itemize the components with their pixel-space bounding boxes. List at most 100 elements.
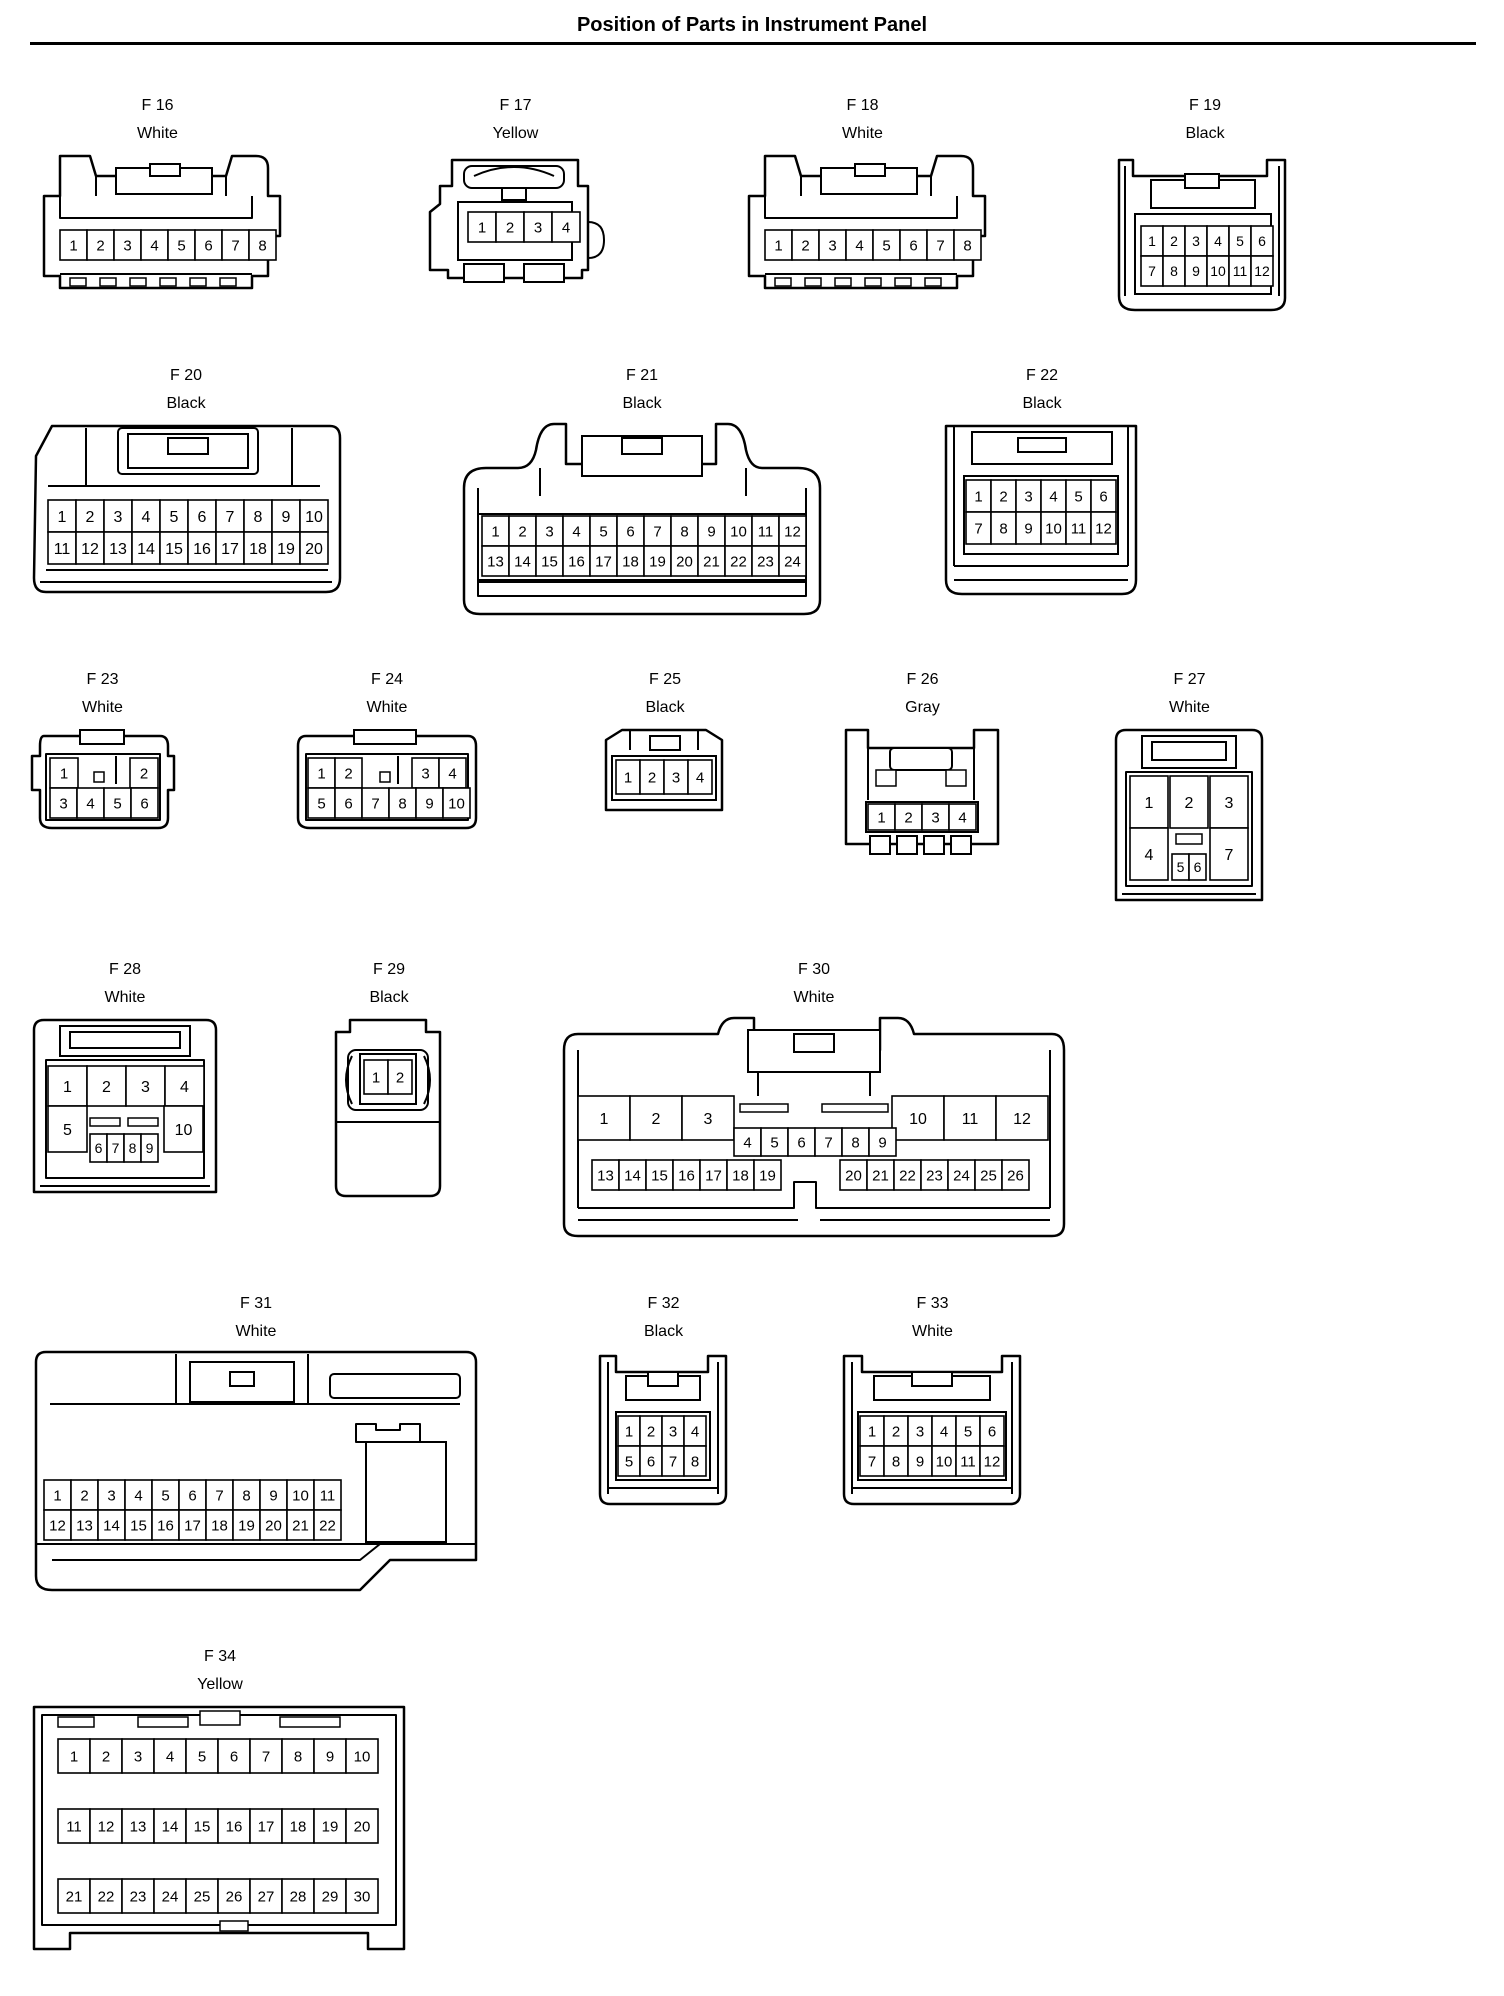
housing-part — [219, 277, 237, 287]
pin-cell — [589, 545, 618, 577]
pin-number: 16 — [193, 541, 211, 558]
pin-number: 2 — [102, 1748, 110, 1765]
pin-number: 1 — [974, 488, 982, 505]
housing-part — [329, 1373, 461, 1399]
housing-line — [41, 1714, 397, 1926]
pin-number: 9 — [1192, 263, 1200, 279]
housing-line — [30, 734, 176, 830]
pin-cell — [859, 1415, 885, 1447]
pin-cell — [778, 545, 807, 577]
housing-part — [621, 437, 663, 455]
pin-number: 22 — [899, 1167, 916, 1184]
pin-number: 22 — [98, 1888, 115, 1905]
pin-number: 6 — [909, 237, 917, 254]
pin-cell — [535, 545, 564, 577]
pin-cell — [697, 545, 726, 577]
pin-number: 5 — [1236, 233, 1244, 249]
housing-part — [353, 729, 417, 745]
pin-cell — [167, 229, 196, 261]
pin-number: 6 — [626, 523, 634, 540]
pin-cell — [907, 1415, 933, 1447]
pin-number: 4 — [958, 809, 966, 826]
housing-part — [501, 187, 527, 201]
pin-number: 8 — [398, 795, 406, 812]
pin-cell — [687, 759, 713, 795]
pin-cell — [1169, 775, 1209, 829]
pin-number: 3 — [672, 769, 680, 786]
housing-part — [137, 1716, 189, 1728]
pin-cell — [129, 757, 159, 789]
pin-number: 13 — [130, 1818, 147, 1835]
pin-cell — [672, 1159, 701, 1191]
housing-line — [1124, 166, 1280, 296]
pin-number: 4 — [142, 509, 151, 526]
pin-number: 6 — [988, 1423, 996, 1440]
pin-number: 20 — [845, 1167, 862, 1184]
pin-cell — [185, 1738, 219, 1774]
pin-cell — [47, 1105, 88, 1153]
pin-number: 6 — [95, 1140, 103, 1156]
housing-part — [896, 835, 918, 855]
pin-cell — [103, 499, 133, 533]
pin-cell — [562, 515, 591, 547]
pin-number: 16 — [678, 1167, 695, 1184]
connector-code: F 31 — [239, 1295, 272, 1312]
pin-cell — [76, 787, 105, 819]
housing-line — [462, 422, 822, 616]
pin-cell — [643, 545, 672, 577]
housing-part — [1017, 437, 1067, 453]
pin-number: 15 — [165, 541, 183, 558]
housing-part — [873, 1375, 991, 1401]
pin-number: 3 — [704, 1111, 713, 1128]
pin-number: 17 — [221, 541, 239, 558]
pin-number: 6 — [1258, 233, 1266, 249]
connector-color: Black — [369, 989, 409, 1006]
housing-part — [189, 277, 207, 287]
pin-number: 4 — [1049, 488, 1057, 505]
connector-code: F 32 — [647, 1295, 680, 1312]
housing-line — [747, 154, 987, 290]
pin-number: 5 — [198, 1748, 206, 1765]
pin-cell — [907, 1445, 933, 1477]
pin-number: 3 — [916, 1423, 924, 1440]
pin-number: 6 — [188, 1487, 196, 1504]
connector-code: F 25 — [648, 671, 681, 688]
pin-number: 1 — [491, 523, 499, 540]
housing-part — [1175, 833, 1203, 845]
pin-number: 1 — [1148, 233, 1156, 249]
pin-number: 3 — [141, 1079, 150, 1096]
pin-cell — [953, 229, 982, 261]
housing-line — [578, 1181, 1050, 1209]
pin-number: 8 — [242, 1487, 250, 1504]
pin-cell — [103, 787, 132, 819]
pin-number: 5 — [177, 237, 185, 254]
pin-number: 8 — [1170, 263, 1178, 279]
housing-part — [804, 277, 822, 287]
pin-cell — [249, 1878, 283, 1914]
pin-number: 11 — [758, 523, 774, 540]
pin-number: 18 — [249, 541, 267, 558]
pin-cell — [153, 1738, 187, 1774]
pin-number: 10 — [1210, 263, 1226, 279]
pin-number: 2 — [647, 1423, 655, 1440]
housing-part — [774, 277, 792, 287]
pin-cell — [883, 1415, 909, 1447]
housing-line — [1122, 885, 1256, 895]
pin-number: 2 — [80, 1487, 88, 1504]
pin-number: 12 — [1013, 1111, 1031, 1128]
pin-number: 1 — [69, 237, 77, 254]
pin-number: 1 — [372, 1069, 380, 1086]
housing-part — [945, 769, 967, 787]
pin-cell — [974, 1159, 1003, 1191]
pin-number: 14 — [624, 1167, 641, 1184]
pin-number: 21 — [66, 1888, 83, 1905]
connector-color: White — [82, 699, 123, 716]
housing-part — [129, 277, 147, 287]
pin-cell — [57, 1808, 91, 1844]
